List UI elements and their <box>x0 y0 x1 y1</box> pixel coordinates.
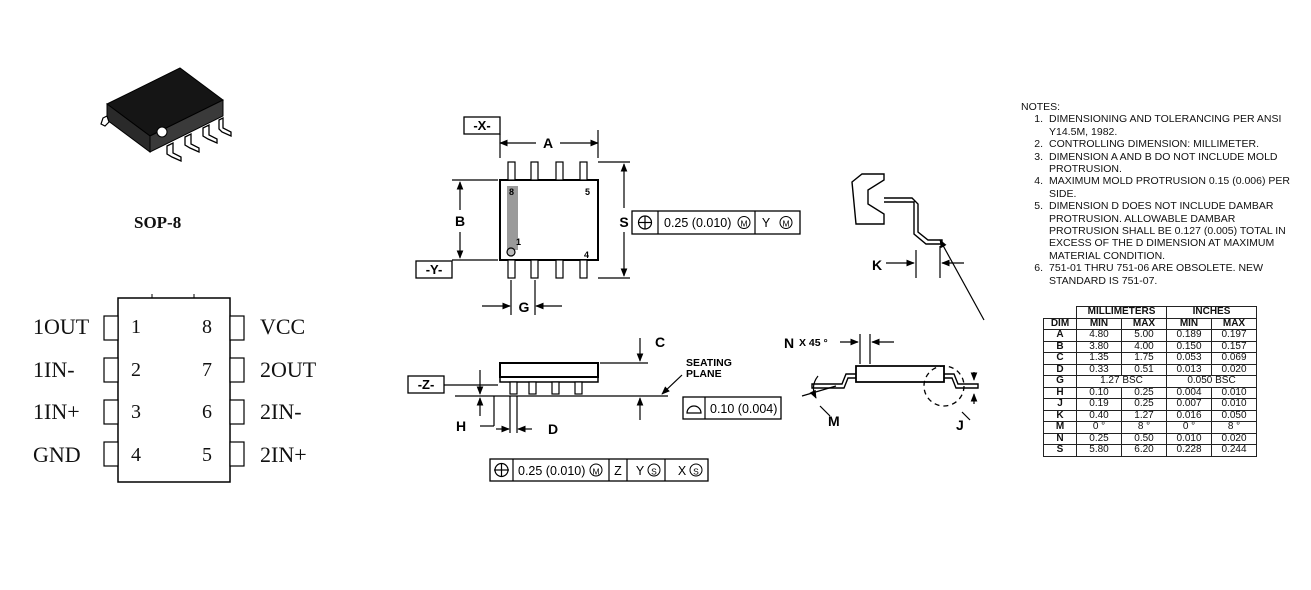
n-x45-label: X 45 ° <box>799 337 828 349</box>
pin-mark-4: 4 <box>584 250 589 260</box>
tol3-y: Y <box>636 464 645 478</box>
dim-b: B <box>455 213 465 229</box>
pin-label-1in-minus: 1IN- <box>33 357 75 382</box>
tol3-mod: M <box>592 467 599 477</box>
dim-h: H <box>456 418 466 434</box>
header-inches: INCHES <box>1166 306 1257 319</box>
dim-d: D <box>548 421 558 437</box>
note-item: 1.DIMENSIONING AND TOLERANCING PER ANSI … <box>1034 113 1282 138</box>
dimension-table: MILLIMETERS INCHES DIM MIN MAX MIN MAX A… <box>1043 306 1257 457</box>
tol3-x: X <box>678 464 687 478</box>
tol3-y-mod: S <box>651 467 657 477</box>
pin-number-7: 7 <box>202 359 212 381</box>
sop8-package-illustration <box>100 67 232 163</box>
pin-mark-8: 8 <box>509 187 514 197</box>
note-item: 4.MAXIMUM MOLD PROTRUSION 0.15 (0.006) P… <box>1034 175 1290 200</box>
pin-mark-1: 1 <box>516 237 521 247</box>
tol3-x-mod: S <box>693 467 699 477</box>
pin1-stripe <box>507 186 518 250</box>
tol2-value: 0.10 (0.004) <box>710 402 777 416</box>
seating-plane-line2: PLANE <box>686 368 722 380</box>
pin-number-1: 1 <box>131 316 141 338</box>
pin-label-1out: 1OUT <box>33 314 90 339</box>
dim-g: G <box>519 299 530 315</box>
tol1-value: 0.25 (0.010) <box>664 216 731 230</box>
pin1-marker <box>506 247 516 257</box>
pin-number-5: 5 <box>202 444 212 466</box>
notes-block: NOTES: 1.DIMENSIONING AND TOLERANCING PE… <box>1021 101 1299 287</box>
note-item: 5.DIMENSION D DOES NOT INCLUDE DAMBAR PR… <box>1034 200 1286 262</box>
lead-detail-upper <box>851 173 885 225</box>
mechanical-drawing: -X- A B -Y- S G C -Z- H D K N M J 8 5 1 … <box>407 116 985 482</box>
dim-c: C <box>655 334 665 350</box>
pinout-body <box>103 294 245 483</box>
dim-j: J <box>956 417 964 433</box>
pin-label-vcc: VCC <box>260 314 306 339</box>
pin-number-8: 8 <box>202 316 212 338</box>
dim-a: A <box>543 135 553 151</box>
top-view-body <box>499 179 599 261</box>
package-name: SOP-8 <box>134 213 182 232</box>
pin-number-4: 4 <box>131 444 141 466</box>
pin-number-2: 2 <box>131 359 141 381</box>
tol3-value: 0.25 (0.010) <box>518 464 585 478</box>
pin-label-2in-plus: 2IN+ <box>260 442 307 467</box>
tol3-z: Z <box>614 464 622 478</box>
tol1-datum: Y <box>762 216 771 230</box>
lead-detail-lower <box>855 365 945 383</box>
notes-title: NOTES: <box>1021 101 1061 113</box>
datum-z: -Z- <box>418 377 435 392</box>
datum-y: -Y- <box>426 262 443 277</box>
seating-plane-line1: SEATING <box>686 357 732 369</box>
pin-label-2in-minus: 2IN- <box>260 399 302 424</box>
dim-m: M <box>828 413 840 429</box>
pin-label-2out: 2OUT <box>260 357 317 382</box>
pin-mark-5: 5 <box>585 187 590 197</box>
header-dim: DIM <box>1043 317 1077 330</box>
pin-number-6: 6 <box>202 401 212 423</box>
side-view-body <box>499 362 599 378</box>
dim-n: N <box>784 335 794 351</box>
note-item: 2.CONTROLLING DIMENSION: MILLIMETER. <box>1034 138 1260 151</box>
note-item: 3.DIMENSION A AND B DO NOT INCLUDE MOLD … <box>1034 150 1278 176</box>
pin-label-1in-plus: 1IN+ <box>33 399 80 424</box>
tol1-datum-mod: M <box>782 219 789 229</box>
note-item: 6.751-01 THRU 751-06 ARE OBSOLETE. NEW S… <box>1034 262 1263 287</box>
dim-k: K <box>872 257 882 273</box>
tol1-mod: M <box>740 219 747 229</box>
pin-label-gnd: GND <box>33 442 81 467</box>
dim-s: S <box>619 214 628 230</box>
pin-number-3: 3 <box>131 401 141 423</box>
datum-x: -X- <box>473 118 490 133</box>
header-millimeters: MILLIMETERS <box>1076 306 1167 319</box>
